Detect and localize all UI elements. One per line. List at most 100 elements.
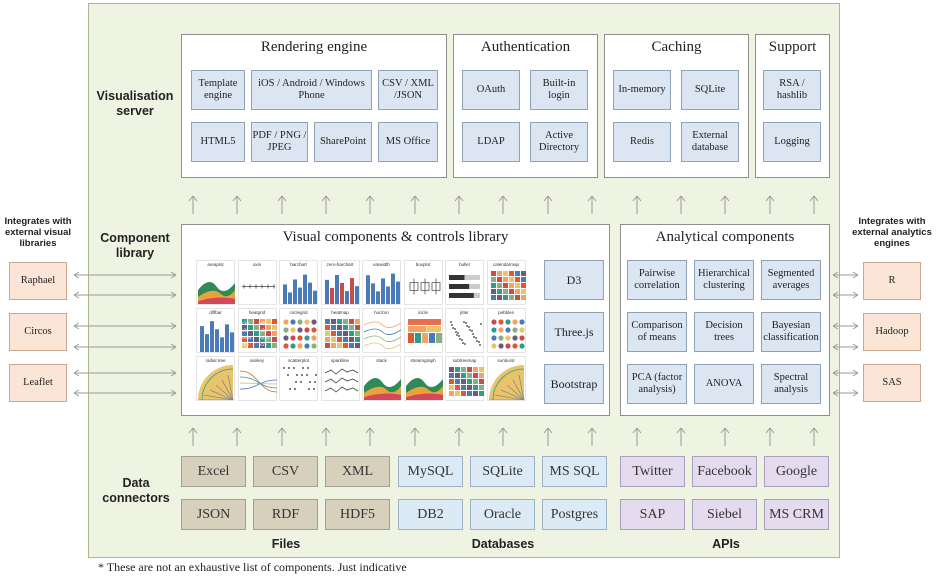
thumbnail-calendarmap: calendarmap — [486, 260, 526, 305]
up-arrow-component-8-head-l — [543, 427, 549, 434]
ldap-box: LDAP — [462, 122, 520, 162]
up-arrow-component-7-head-l — [498, 427, 504, 434]
thumbnail-label: boxplot — [415, 262, 431, 267]
right-link-arrow-3-l1 — [832, 343, 839, 348]
thumbnail-label: zero-barchart — [326, 262, 354, 267]
up-arrow-component-4-head-r — [369, 427, 375, 434]
right-link-arrow-0-l2 — [832, 274, 839, 279]
up-arrow-server-5-head-l — [410, 195, 416, 202]
right-link-arrow-1-r2 — [852, 294, 859, 299]
right-link-arrow-2-l2 — [832, 325, 839, 330]
db2-connector: DB2 — [398, 499, 463, 530]
up-arrow-server-1-head-r — [236, 195, 242, 202]
up-arrow-component-14-head-l — [809, 427, 815, 434]
excel-connector: Excel — [181, 456, 246, 487]
circos-box: Circos — [9, 313, 67, 351]
left-link-arrow-1-r1 — [170, 291, 177, 296]
left-link-arrow-5-l2 — [73, 392, 80, 397]
thumbnail-axis: axis — [237, 260, 277, 305]
thumbnail-label: axis — [252, 262, 261, 267]
up-arrow-component-3-head-l — [321, 427, 327, 434]
heatgrid-value: <31 — [241, 328, 249, 333]
anova-box: ANOVA — [694, 364, 754, 404]
up-arrow-component-1-head-l — [232, 427, 238, 434]
thumbnail-streamgraph: streamgraph — [403, 356, 443, 401]
right-link-arrow-4-r2 — [852, 372, 859, 377]
left-link-arrow-5-r2 — [170, 392, 177, 397]
left-link-arrow-1-l1 — [73, 291, 80, 296]
redis-box: Redis — [613, 122, 671, 162]
authentication-title: Authentication — [480, 39, 571, 55]
thumbnail-sunburst: sunburst — [486, 356, 526, 401]
right-link-arrow-4-l1 — [832, 369, 839, 374]
left-link-arrow-5-r1 — [170, 389, 177, 394]
thumbnail-label: streamgraph — [410, 358, 436, 363]
right-link-arrow-3-l2 — [832, 346, 839, 351]
rsa-hashlib-box: RSA / hashlib — [763, 70, 821, 110]
files-group-label: Files — [271, 537, 301, 551]
up-arrow-component-12-head-l — [720, 427, 726, 434]
up-arrow-component-11-head-l — [676, 427, 682, 434]
apis-group-label: APIs — [712, 537, 740, 551]
mssql-connector: MS SQL — [542, 456, 607, 487]
up-arrow-server-14-head-l — [809, 195, 815, 202]
thumbnail-graphic — [488, 365, 524, 400]
right-link-arrow-0-r1 — [852, 271, 859, 276]
left-link-arrow-2-l2 — [73, 325, 80, 330]
json-connector: JSON — [181, 499, 246, 530]
left-link-arrow-4-l2 — [73, 372, 80, 377]
siebel-connector: Siebel — [692, 499, 757, 530]
mscrm-connector: MS CRM — [764, 499, 829, 530]
heatgrid-value: <nan — [241, 335, 252, 340]
left-link-arrow-1-r2 — [170, 294, 177, 299]
left-link-arrow-4-r2 — [170, 372, 177, 377]
segmented-averages-box: Segmented averages — [761, 260, 821, 300]
heatgrid-value: <55 — [259, 342, 267, 347]
up-arrow-server-11-head-l — [676, 195, 682, 202]
csv-connector: CSV — [253, 456, 318, 487]
up-arrow-component-8-head-r — [547, 427, 553, 434]
heatgrid-value: <39 — [241, 321, 249, 326]
thumbnail-graphic — [324, 274, 359, 304]
up-arrow-component-5-head-r — [414, 427, 420, 434]
ms-office-box: MS Office — [378, 122, 438, 162]
up-arrow-server-6-head-r — [458, 195, 464, 202]
up-arrow-component-7-head-r — [502, 427, 508, 434]
thumbnail-label: sunburst — [497, 358, 515, 363]
up-arrow-component-9-head-l — [587, 427, 593, 434]
component-library-label: Component library — [100, 231, 170, 260]
right-link-arrow-5-l1 — [832, 389, 839, 394]
up-arrow-server-9-head-l — [587, 195, 593, 202]
left-link-arrow-0-r1 — [170, 271, 177, 276]
thumbnail-label: scatterplot — [288, 358, 309, 363]
right-link-arrow-1-r1 — [852, 291, 859, 296]
thumbnail-label: sankey — [249, 358, 265, 363]
up-arrow-server-0-head-l — [188, 195, 194, 202]
support-title: Support — [768, 39, 817, 55]
active-directory-box: Active Directory — [530, 122, 588, 162]
up-arrow-server-2-head-r — [281, 195, 287, 202]
thumbnail-label: areaplot — [207, 262, 224, 267]
up-arrow-server-12-head-l — [720, 195, 726, 202]
sqlite-cache-box: SQLite — [681, 70, 739, 110]
up-arrow-component-6-head-r — [458, 427, 464, 434]
thumbnail-graphic — [283, 367, 317, 390]
hadoop-box: Hadoop — [863, 313, 921, 351]
up-arrow-component-3-head-r — [325, 427, 331, 434]
d3-box: D3 — [544, 260, 604, 300]
thumbnail-graphic — [200, 321, 234, 352]
thumbnail-sankey: sankey — [237, 356, 277, 401]
data-connectors-label: Data connectors — [102, 476, 170, 505]
right-link-arrow-3-r1 — [852, 343, 859, 348]
right-link-arrow-0-r2 — [852, 274, 859, 279]
left-link-arrow-1-l2 — [73, 294, 80, 299]
thumbnail-label: pebbles — [498, 310, 514, 315]
thumbnail-graphic — [490, 271, 526, 300]
left-link-arrow-4-r1 — [170, 369, 177, 374]
thumbnail-graphic — [239, 370, 277, 393]
threejs-box: Three.js — [544, 312, 604, 352]
left-link-arrow-2-r2 — [170, 325, 177, 330]
